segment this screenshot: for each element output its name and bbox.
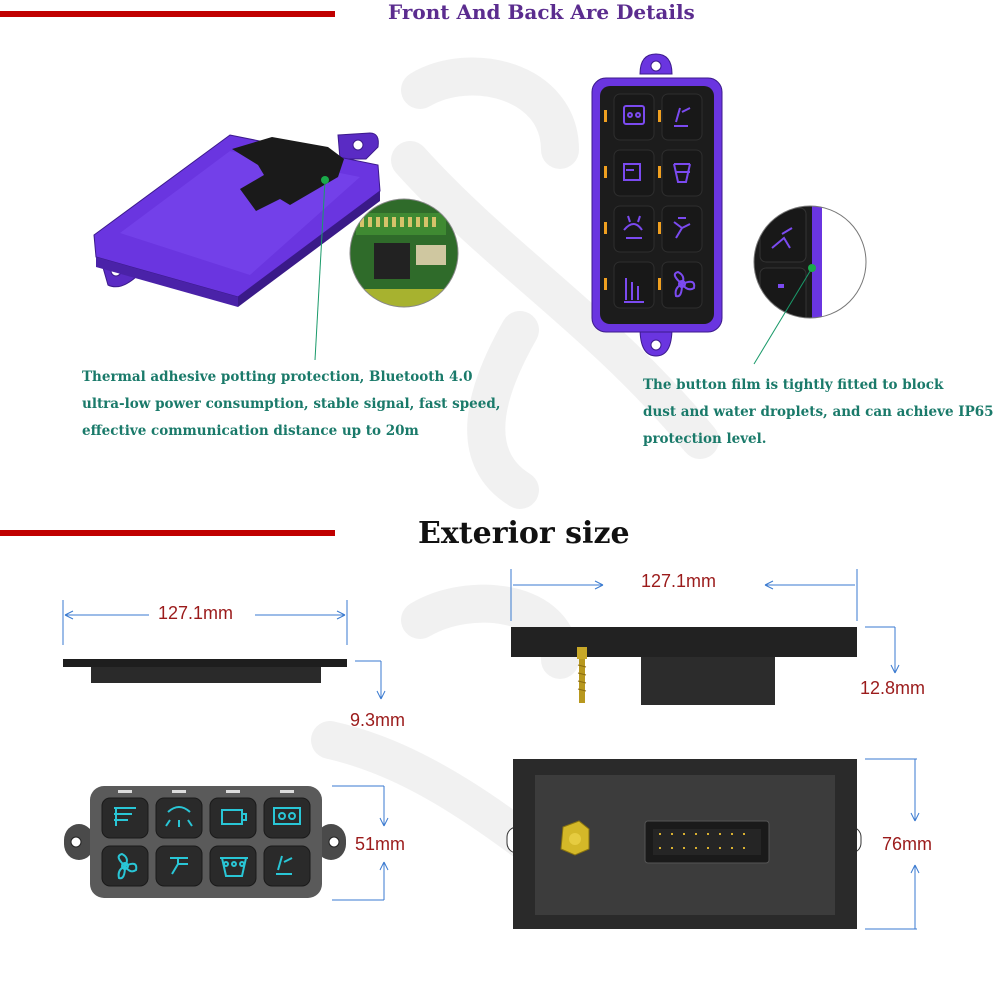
callout-line-back (314, 176, 329, 361)
section-title-exterior: Exterior size (418, 516, 630, 551)
dim-rear-width: 127.1mm (641, 571, 717, 591)
dim-front-height: 51mm (355, 834, 406, 854)
pcb-closeup-icon (349, 198, 459, 308)
dim-side-width: 127.1mm (158, 603, 234, 623)
dim-rear-depth: 12.8mm (860, 678, 926, 698)
film-closeup-icon (753, 205, 867, 319)
caption-back-line-3: effective communication distance up to 2… (82, 423, 419, 439)
front-view-drawing (64, 785, 389, 901)
section-divider-exterior (0, 530, 335, 536)
caption-front-line-2: dust and water droplets, and can achieve… (643, 404, 994, 420)
rear-side-drawing (510, 569, 900, 705)
section-divider-top (0, 11, 335, 17)
dim-side-height: 9.3mm (350, 710, 406, 730)
dim-rear-height: 76mm (882, 834, 933, 854)
caption-back-line-1: Thermal adhesive potting protection, Blu… (82, 369, 473, 385)
section-title-details: Front And Back Are Details (388, 0, 695, 24)
caption-front-line-1: The button film is tightly fitted to blo… (643, 377, 944, 393)
rear-view-drawing (506, 758, 920, 930)
caption-back-line-2: ultra-low power consumption, stable sign… (82, 396, 501, 412)
caption-back: Thermal adhesive potting protection, Blu… (82, 364, 500, 445)
front-panel-illustration (591, 53, 723, 357)
side-profile-drawing (62, 600, 386, 700)
callout-line-front (753, 264, 816, 365)
caption-front-line-3: protection level. (643, 431, 767, 447)
back-housing-illustration (93, 132, 381, 307)
caption-front: The button film is tightly fitted to blo… (643, 372, 994, 453)
